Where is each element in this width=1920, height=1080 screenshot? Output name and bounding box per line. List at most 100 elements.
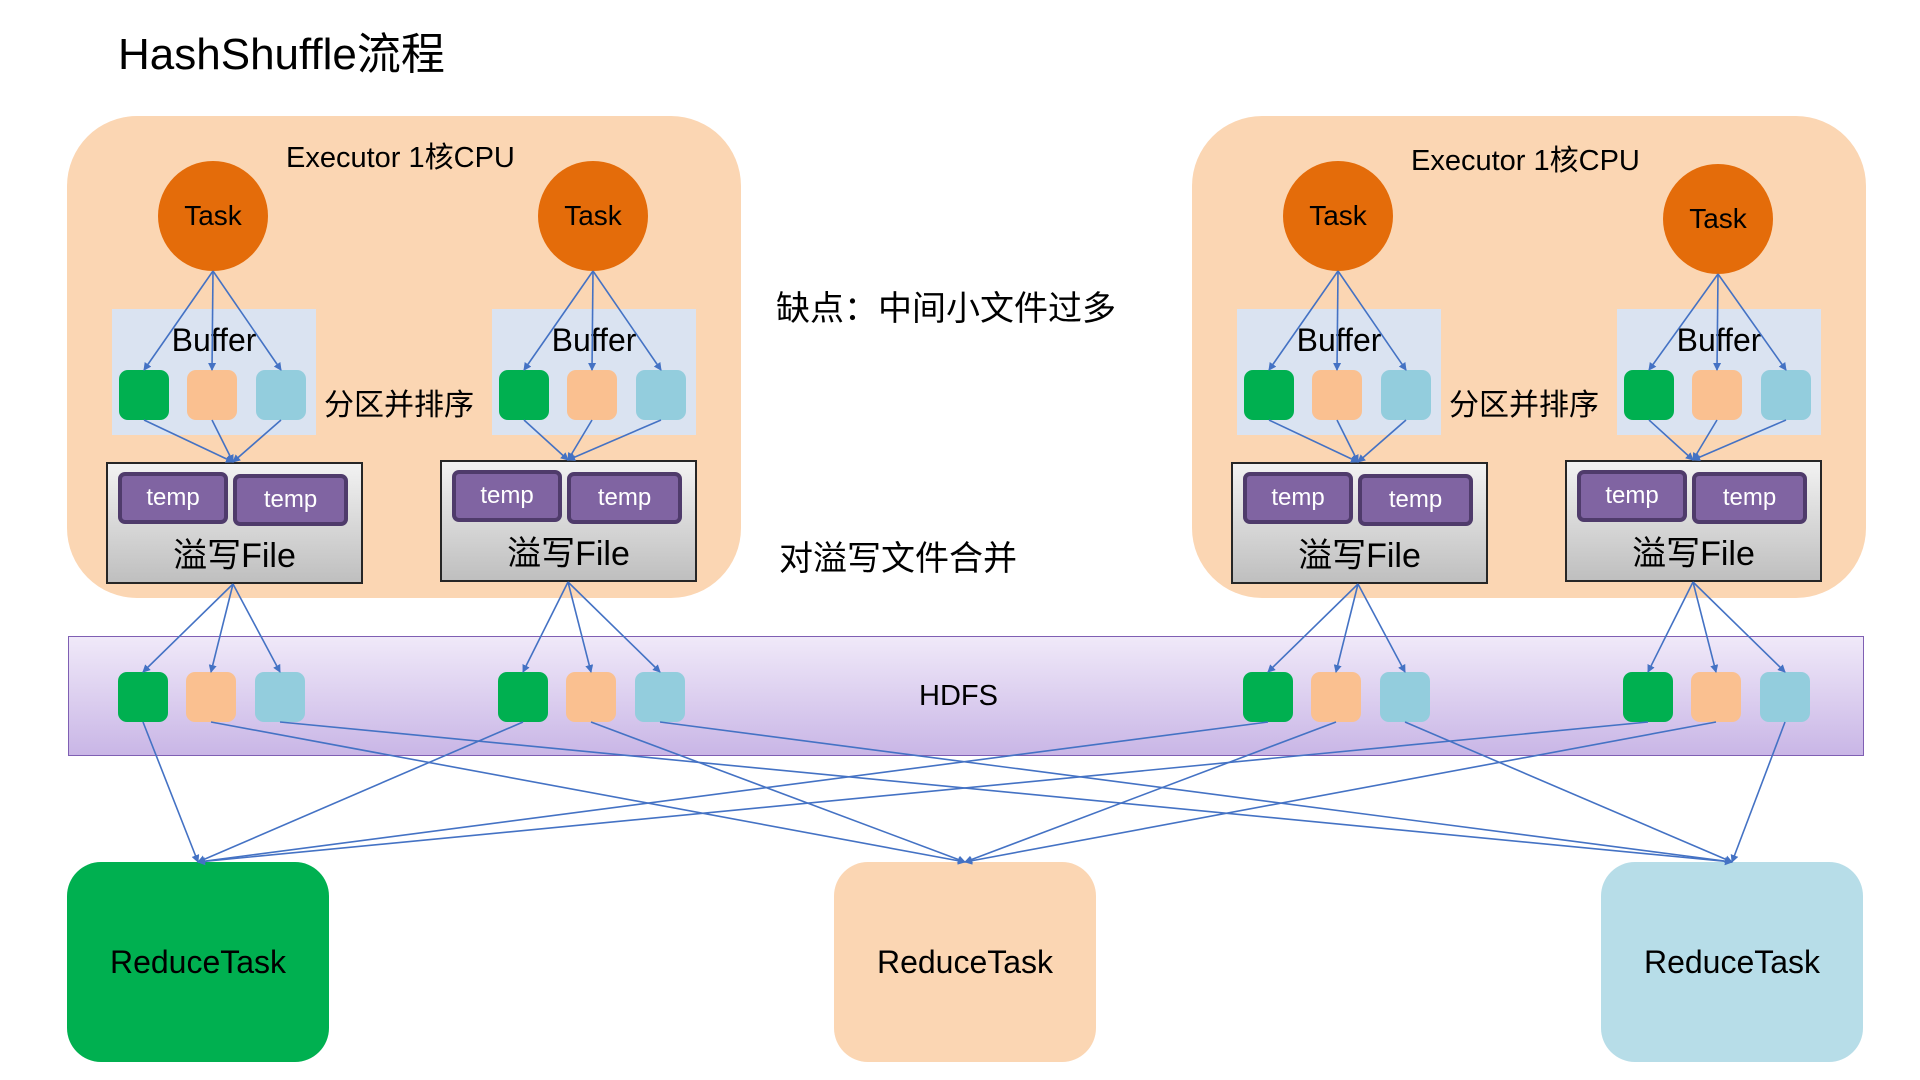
hdfs-partition-blue <box>255 672 305 722</box>
flow-arrow <box>197 721 524 863</box>
flow-arrow <box>210 721 966 865</box>
flow-arrow <box>197 721 1649 866</box>
hdfs-partition-green <box>1623 672 1673 722</box>
spill-file: temp temp 溢写File <box>1231 462 1488 584</box>
reduce-task-1: ReduceTask <box>67 862 329 1062</box>
flow-arrow <box>1357 583 1406 673</box>
flow-arrow <box>1268 419 1359 463</box>
executor-label: Executor 1核CPU <box>1411 145 1640 177</box>
hdfs-storage <box>68 636 1864 756</box>
flow-arrow <box>1692 419 1718 461</box>
flow-arrow <box>279 721 1733 866</box>
temp-file: temp <box>567 472 682 524</box>
hdfs-partition-blue <box>1380 672 1430 722</box>
flow-arrow <box>1336 419 1359 463</box>
flow-arrow <box>1717 273 1787 371</box>
spill-file-label: 溢写File <box>173 537 296 575</box>
temp-file: temp <box>1358 474 1473 526</box>
page-title: HashShuffle流程 <box>118 30 445 79</box>
partition-block-orange <box>1692 370 1742 420</box>
partition-block-orange <box>567 370 617 420</box>
partition-block-green <box>1244 370 1294 420</box>
spill-file-label: 溢写File <box>1298 537 1421 575</box>
flow-arrow <box>523 419 569 461</box>
hdfs-partition-green <box>1243 672 1293 722</box>
partition-block-blue <box>256 370 306 420</box>
flow-arrow <box>1357 419 1407 463</box>
partition-block-green <box>1624 370 1674 420</box>
flow-arrow <box>1404 721 1733 863</box>
flow-arrow <box>592 270 662 371</box>
flow-arrow <box>588 270 597 371</box>
flow-arrow <box>1692 419 1787 461</box>
flow-arrow <box>212 270 282 371</box>
buffer-label: Buffer <box>1296 322 1382 358</box>
buffer-label: Buffer <box>1676 322 1762 358</box>
flow-arrow <box>1648 273 1719 371</box>
flow-arrow <box>567 419 662 461</box>
flow-arrow <box>964 721 1717 865</box>
reduce-task-2: ReduceTask <box>834 862 1096 1062</box>
partition-block-orange <box>187 370 237 420</box>
task-node: Task <box>1663 164 1773 274</box>
flow-arrow <box>197 721 1269 866</box>
temp-file: temp <box>233 474 348 526</box>
temp-file: temp <box>1692 472 1807 524</box>
flow-arrow <box>567 419 593 461</box>
spill-file-label: 溢写File <box>507 535 630 573</box>
hdfs-partition-blue <box>635 672 685 722</box>
temp-file: temp <box>118 472 228 524</box>
partition-sort-label: 分区并排序 <box>324 389 474 422</box>
partition-block-orange <box>1312 370 1362 420</box>
flow-arrow <box>1267 583 1359 673</box>
partition-block-green <box>499 370 549 420</box>
spill-file: temp temp 溢写File <box>1565 460 1822 582</box>
flow-arrow <box>567 581 661 673</box>
flow-arrow <box>523 270 594 371</box>
partition-block-blue <box>1381 370 1431 420</box>
task-node: Task <box>1283 161 1393 271</box>
flow-arrow <box>1333 583 1359 673</box>
temp-file: temp <box>1243 472 1353 524</box>
flow-arrow <box>1337 270 1407 371</box>
hdfs-partition-orange <box>1311 672 1361 722</box>
executor-label: Executor 1核CPU <box>286 142 515 174</box>
buffer-label: Buffer <box>551 322 637 358</box>
flow-arrow <box>1647 581 1694 673</box>
task-node: Task <box>538 161 648 271</box>
flow-arrow <box>211 419 234 463</box>
flow-arrow <box>1692 581 1719 673</box>
flow-arrow <box>1648 419 1694 461</box>
spill-file-label: 溢写File <box>1632 535 1755 573</box>
flow-arrow <box>232 419 282 463</box>
flow-arrow <box>522 581 569 673</box>
merge-note: 对溢写文件合并 <box>779 540 1017 578</box>
flow-arrow <box>143 270 214 371</box>
partition-sort-label: 分区并排序 <box>1449 389 1599 422</box>
flow-arrow <box>232 583 281 673</box>
flow-arrow <box>659 721 1733 866</box>
flow-arrow <box>590 721 966 864</box>
flow-arrow <box>142 721 200 863</box>
reduce-task-3: ReduceTask <box>1601 862 1863 1062</box>
spill-file: temp temp 溢写File <box>106 462 363 584</box>
hdfs-partition-green <box>498 672 548 722</box>
hdfs-partition-orange <box>566 672 616 722</box>
flow-arrow <box>1333 270 1342 371</box>
hdfs-label: HDFS <box>919 680 998 712</box>
spill-file: temp temp 溢写File <box>440 460 697 582</box>
task-node: Task <box>158 161 268 271</box>
flow-arrow <box>964 721 1337 864</box>
flow-arrow <box>1730 721 1786 863</box>
flow-arrow <box>208 270 217 371</box>
hdfs-partition-blue <box>1760 672 1810 722</box>
buffer-label: Buffer <box>171 322 257 358</box>
flow-arrow <box>143 419 234 463</box>
flow-arrow <box>1692 581 1786 673</box>
partition-block-blue <box>1761 370 1811 420</box>
flow-arrow <box>142 583 234 673</box>
partition-block-green <box>119 370 169 420</box>
flow-arrow <box>1713 273 1722 371</box>
flow-arrow <box>1268 270 1339 371</box>
